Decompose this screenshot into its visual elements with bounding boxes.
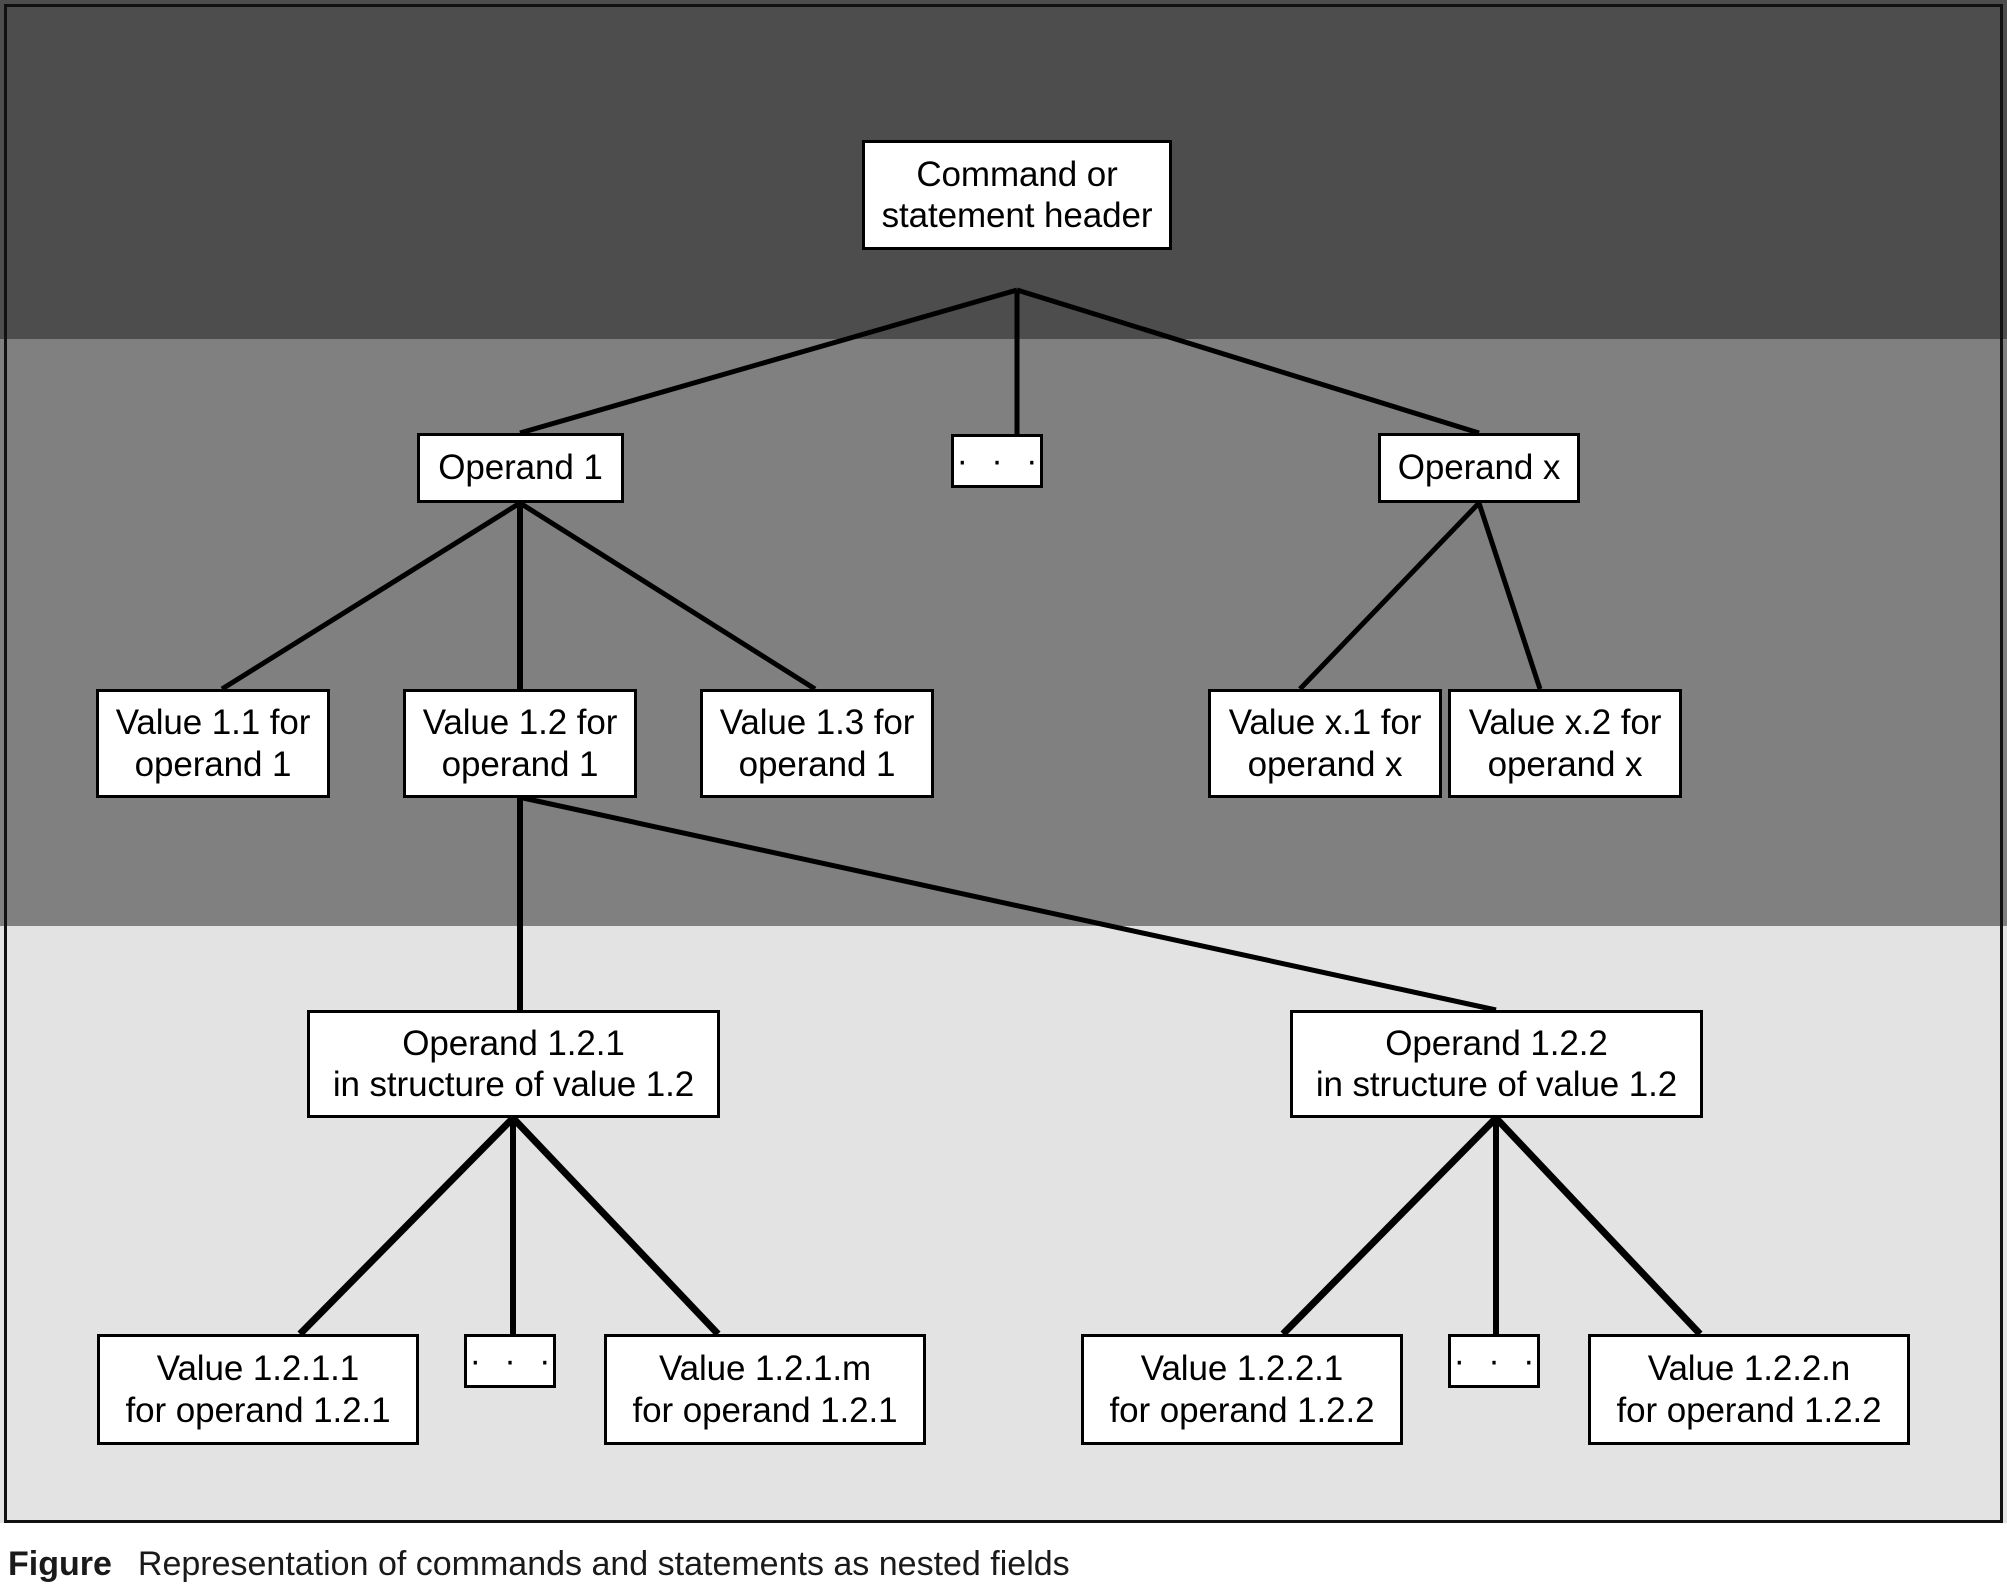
node-line-2: operand x <box>1487 744 1643 784</box>
node-line-1: Operand 1 <box>438 448 603 488</box>
node-value-1-2-2-n[interactable]: Value 1.2.2.n for operand 1.2.2 <box>1588 1334 1910 1445</box>
node-line-2: operand 1 <box>441 744 599 784</box>
node-value-1-1[interactable]: Value 1.1 for operand 1 <box>96 689 330 798</box>
node-operand-x[interactable]: Operand x <box>1378 433 1580 503</box>
node-line-2: for operand 1.2.2 <box>1616 1390 1882 1430</box>
node-line-1: Value 1.2.2.1 <box>1140 1349 1344 1389</box>
figure-caption: Figure Representation of commands and sta… <box>8 1545 1968 1584</box>
node-value-1-2-2-ellipsis[interactable]: · · · <box>1448 1334 1540 1388</box>
node-operand-1[interactable]: Operand 1 <box>417 433 624 503</box>
node-value-1-3[interactable]: Value 1.3 for operand 1 <box>700 689 934 798</box>
node-line-2: operand x <box>1247 744 1403 784</box>
node-value-1-2-1-1[interactable]: Value 1.2.1.1 for operand 1.2.1 <box>97 1334 419 1445</box>
node-line-2: operand 1 <box>738 744 896 784</box>
node-line-1: Value 1.1 for <box>115 703 311 743</box>
node-line-2: statement header <box>881 196 1153 235</box>
node-operand-ellipsis[interactable]: · · · <box>951 434 1043 488</box>
node-line-1: Value 1.2.1.1 <box>156 1349 360 1389</box>
ellipsis-icon: · · · <box>1453 1342 1542 1380</box>
node-line-1: Value 1.2 for <box>422 703 618 743</box>
node-line-2: for operand 1.2.2 <box>1109 1390 1375 1430</box>
node-line-2: in structure of value 1.2 <box>332 1065 695 1104</box>
node-value-x-1[interactable]: Value x.1 for operand x <box>1208 689 1442 798</box>
node-line-2: in structure of value 1.2 <box>1315 1065 1678 1104</box>
node-value-1-2-1-m[interactable]: Value 1.2.1.m for operand 1.2.1 <box>604 1334 926 1445</box>
node-operand-1-2-1[interactable]: Operand 1.2.1 in structure of value 1.2 <box>307 1010 720 1118</box>
node-line-2: for operand 1.2.1 <box>125 1390 391 1430</box>
figure-caption-text: Representation of commands and statement… <box>137 1545 1070 1583</box>
node-line-1: Value 1.2.2.n <box>1647 1349 1851 1389</box>
node-line-1: Value 1.3 for <box>719 703 915 743</box>
ellipsis-icon: · · · <box>469 1342 558 1380</box>
node-value-1-2-1-ellipsis[interactable]: · · · <box>464 1334 556 1388</box>
node-line-1: Command or <box>916 154 1118 194</box>
node-line-2: operand 1 <box>134 744 292 784</box>
figure-caption-label: Figure <box>8 1545 112 1583</box>
node-value-x-2[interactable]: Value x.2 for operand x <box>1448 689 1682 798</box>
node-line-1: Operand x <box>1397 448 1561 488</box>
node-operand-1-2-2[interactable]: Operand 1.2.2 in structure of value 1.2 <box>1290 1010 1703 1118</box>
band-operand-level <box>0 339 2007 926</box>
node-line-2: for operand 1.2.1 <box>632 1390 898 1430</box>
ellipsis-icon: · · · <box>956 442 1045 480</box>
node-line-1: Value x.2 for <box>1468 703 1662 743</box>
node-line-1: Value x.1 for <box>1228 703 1422 743</box>
node-value-1-2-2-1[interactable]: Value 1.2.2.1 for operand 1.2.2 <box>1081 1334 1403 1445</box>
node-command-statement-header[interactable]: Command or statement header <box>862 140 1172 250</box>
node-value-1-2[interactable]: Value 1.2 for operand 1 <box>403 689 637 798</box>
node-line-1: Value 1.2.1.m <box>658 1349 872 1389</box>
node-line-1: Operand 1.2.2 <box>1385 1023 1608 1063</box>
node-line-1: Operand 1.2.1 <box>402 1023 625 1063</box>
